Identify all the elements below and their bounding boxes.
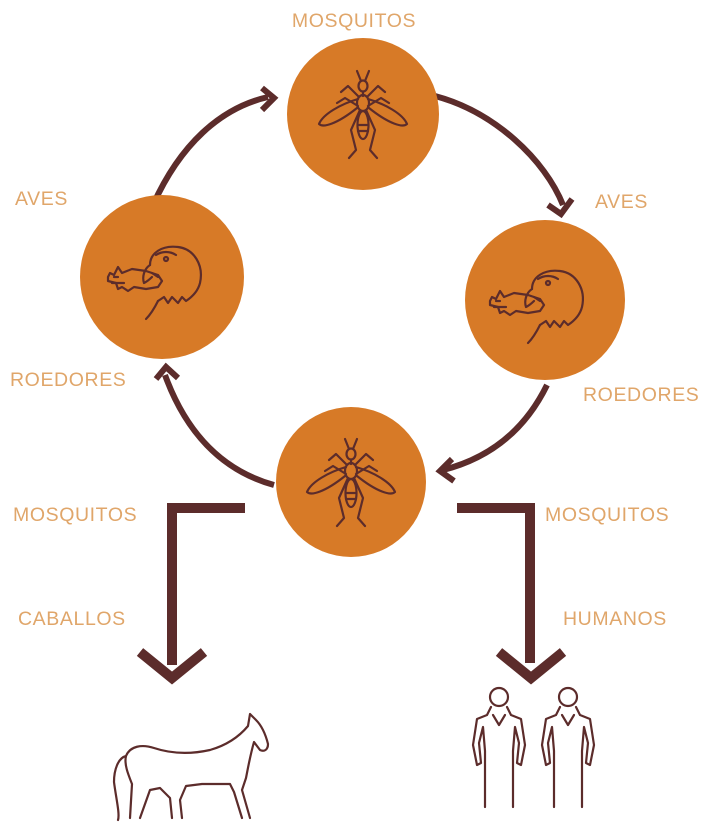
person-icon	[473, 688, 525, 807]
label-right-aves: AVES	[595, 191, 648, 213]
label-branch-right-humanos: HUMANOS	[563, 608, 667, 630]
person-icon	[542, 688, 594, 807]
node-left-circle	[80, 195, 244, 359]
arc-top-to-right	[435, 96, 563, 205]
branch-right-line	[457, 508, 530, 663]
arc-left-to-top	[153, 97, 268, 205]
node-top-circle	[287, 38, 439, 190]
arc-bottom-to-left	[165, 375, 274, 485]
label-left-roedores: ROEDORES	[10, 369, 126, 391]
label-branch-right-mosquitos: MOSQUITOS	[545, 504, 669, 526]
horse-icon	[114, 714, 268, 820]
label-top-mosquitos: MOSQUITOS	[292, 10, 416, 32]
node-right-circle	[465, 220, 625, 380]
label-branch-left-mosquitos: MOSQUITOS	[13, 504, 137, 526]
label-right-roedores: ROEDORES	[583, 384, 699, 406]
arc-right-to-bottom	[443, 385, 547, 470]
branch-left-line	[172, 508, 245, 665]
label-branch-left-caballos: CABALLOS	[18, 608, 126, 630]
node-bottom-circle	[276, 407, 426, 557]
label-left-aves: AVES	[15, 188, 68, 210]
